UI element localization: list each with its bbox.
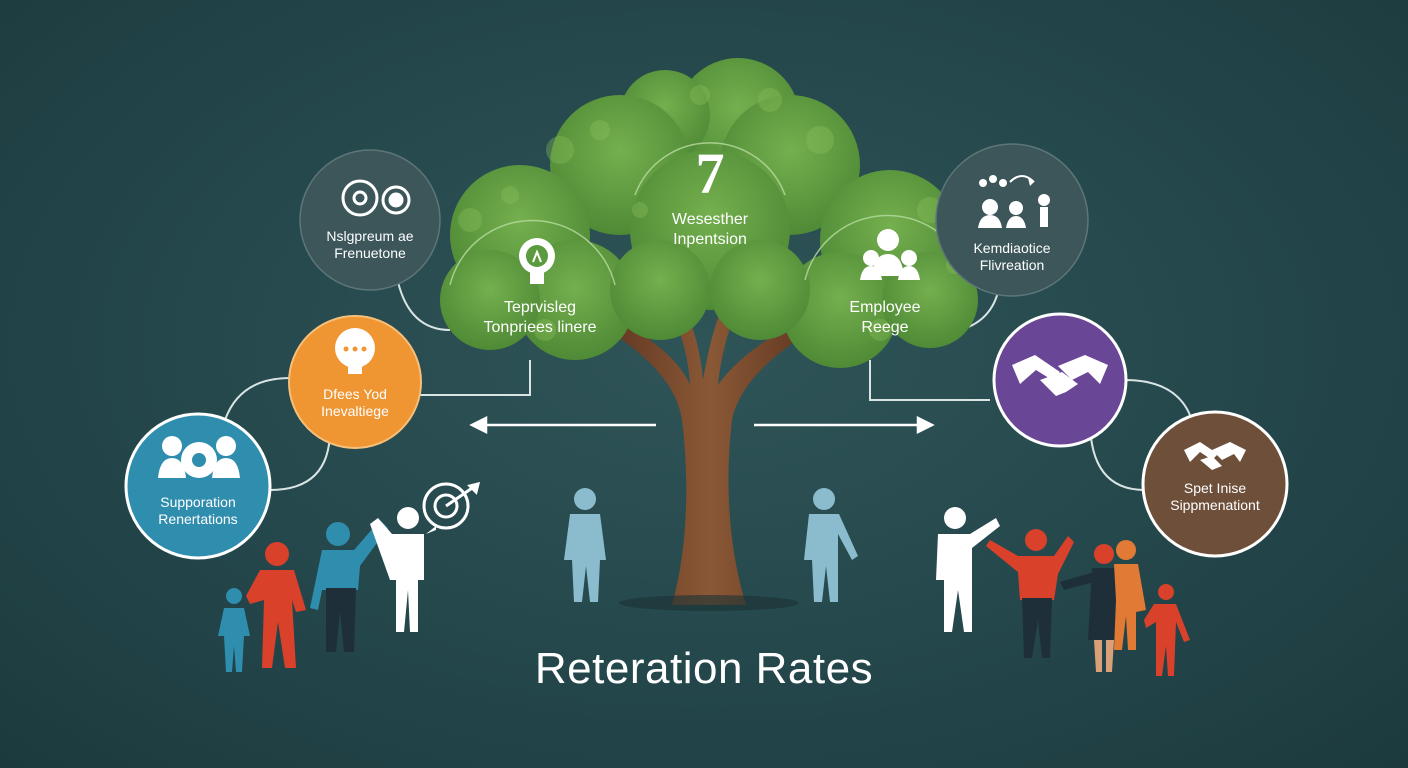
tree-foliage xyxy=(440,58,978,368)
connector-left-tree xyxy=(420,360,531,396)
handshake-small-icon xyxy=(1184,442,1246,470)
top-right-line1: Kemdiaotice xyxy=(973,240,1051,256)
person-figure xyxy=(1114,540,1146,650)
person-figure xyxy=(246,542,306,668)
person-figure xyxy=(564,488,606,602)
person-figure xyxy=(1144,584,1190,676)
node-top-right xyxy=(935,143,1089,297)
diagram-title: Reteration Rates xyxy=(534,644,874,693)
center-number: 7 xyxy=(695,141,725,206)
person-figure xyxy=(310,520,388,652)
node-purple xyxy=(992,312,1128,448)
people-group-icon xyxy=(860,229,920,280)
left-tree-label: Teprvisleg Tonpriees linere xyxy=(450,298,630,337)
left-arrow xyxy=(469,415,656,435)
top-right-line2: Flivreation xyxy=(979,257,1045,274)
lightbulb-icon xyxy=(519,238,555,284)
person-figure xyxy=(1060,544,1120,672)
orange-line2: Inevaltiege xyxy=(321,403,389,420)
right-arrow xyxy=(754,415,935,435)
person-figure xyxy=(804,488,858,602)
team-flow-icon xyxy=(978,175,1050,228)
blue-line2: Renertations xyxy=(158,511,238,528)
target-icon xyxy=(422,481,481,534)
right-tree-label: Employee Reege xyxy=(800,298,970,337)
left-tree-line1: Teprvisleg xyxy=(503,299,577,316)
speech-bulb-icon xyxy=(335,328,375,374)
connector-purple xyxy=(1124,379,1191,416)
handshake-icon xyxy=(1012,355,1108,396)
tree-trunk xyxy=(600,262,820,611)
brown-label: Spet Inise Sippmenationt xyxy=(1148,480,1282,514)
people-gear-icon xyxy=(158,436,240,478)
right-tree-line2: Reege xyxy=(861,318,909,336)
top-center-label: Wesesther Inpentsion xyxy=(620,210,800,249)
connector-orange xyxy=(224,377,291,421)
brown-line2: Sippmenationt xyxy=(1170,497,1260,514)
person-figure xyxy=(218,588,250,672)
right-tree-line1: Employee xyxy=(849,299,921,316)
top-center-line2: Inpentsion xyxy=(673,230,747,248)
left-tree-line2: Tonpriees linere xyxy=(483,318,597,336)
blue-line1: Supporation xyxy=(160,494,236,510)
node-brown xyxy=(1141,410,1289,558)
orange-label: Dfees Yod Inevaltiege xyxy=(295,386,415,420)
top-left-line2: Frenuetone xyxy=(334,245,406,262)
person-figure xyxy=(936,507,1000,632)
person-figure xyxy=(986,529,1074,658)
person-figure xyxy=(370,507,424,632)
top-center-line1: Wesesther xyxy=(671,211,749,228)
leaf-texture xyxy=(458,85,964,341)
top-left-line1: Nslgpreum ae xyxy=(326,228,414,244)
node-blue xyxy=(124,412,272,560)
brown-line1: Spet Inise xyxy=(1183,480,1247,496)
connector-right-tree xyxy=(869,360,990,401)
connector-top-left xyxy=(397,281,451,331)
orange-line1: Dfees Yod xyxy=(323,386,387,402)
top-right-label: Kemdiaotice Flivreation xyxy=(944,240,1080,274)
node-top-left xyxy=(299,149,441,291)
top-left-label: Nslgpreum ae Frenuetone xyxy=(305,228,435,262)
node-orange xyxy=(288,315,422,449)
at-sign-icon xyxy=(341,179,411,217)
blue-label: Supporation Renertations xyxy=(136,494,260,528)
